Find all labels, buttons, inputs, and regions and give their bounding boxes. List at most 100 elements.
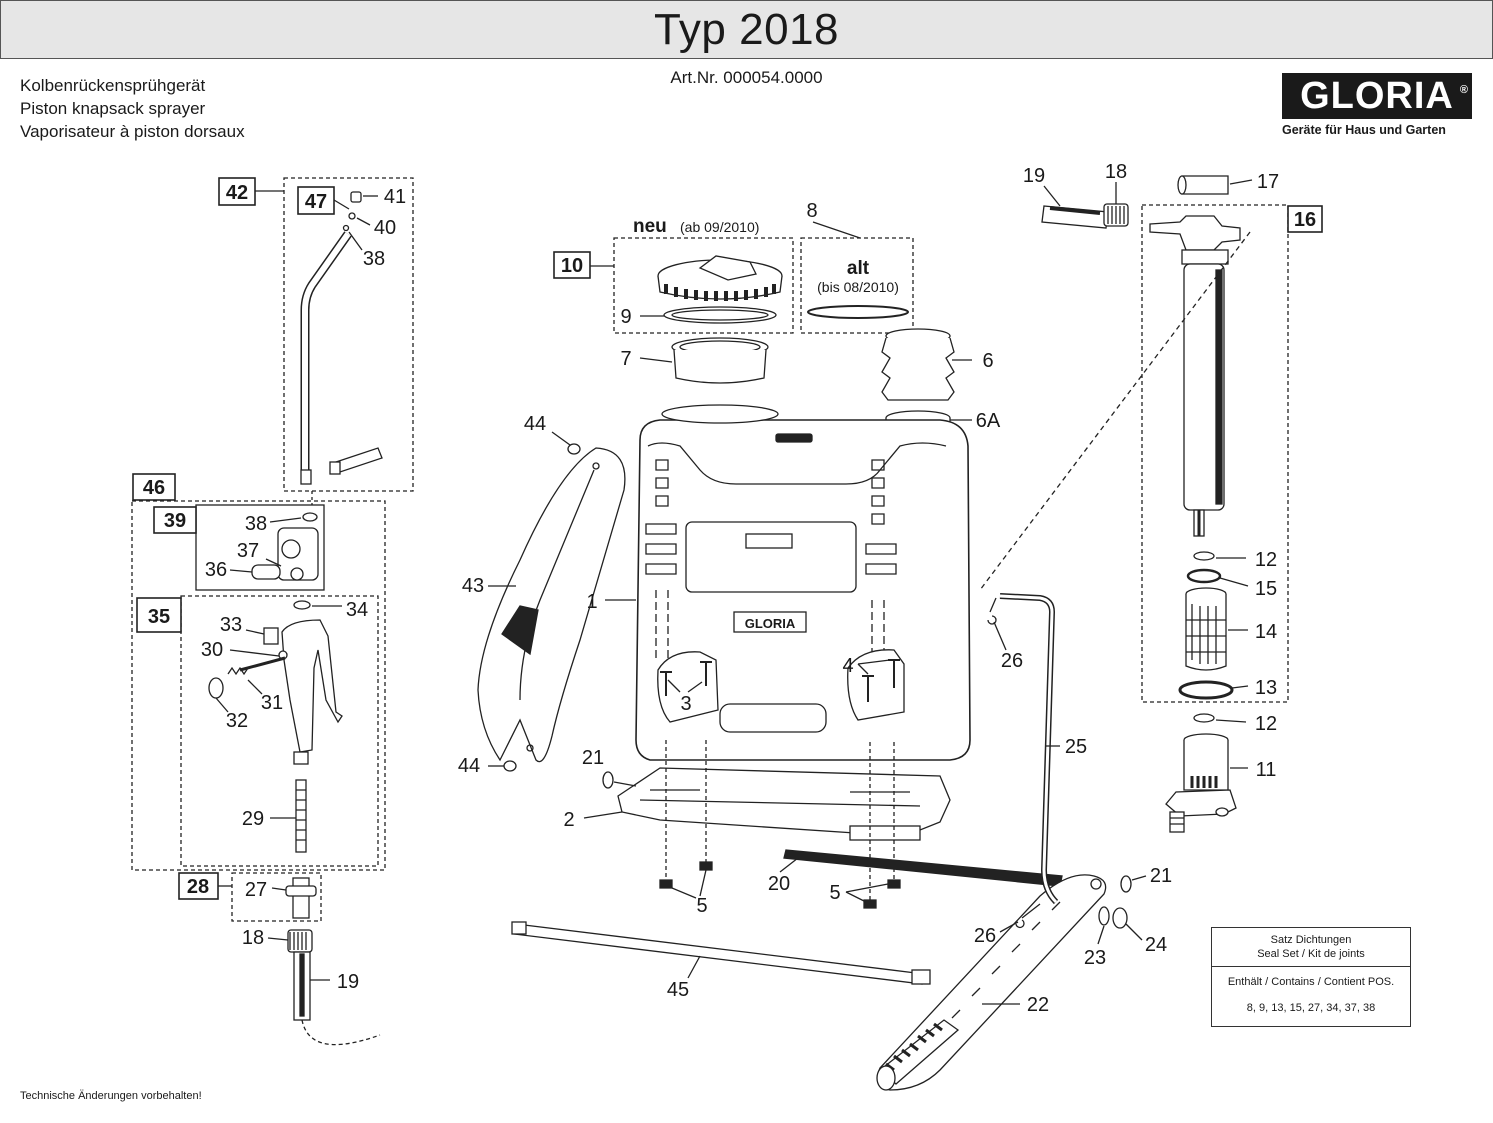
label-31: 31 bbox=[261, 692, 283, 714]
rod-45-end-right bbox=[911, 969, 931, 985]
handle-outlet bbox=[293, 751, 309, 765]
piston-rod-25 bbox=[999, 594, 1058, 904]
trigger-handle bbox=[281, 619, 343, 753]
leader-23 bbox=[1097, 925, 1105, 945]
lid-10-handle bbox=[698, 255, 757, 281]
seal-set-positions: 8, 9, 13, 15, 27, 34, 37, 38 bbox=[1246, 1002, 1376, 1014]
label-41: 41 bbox=[384, 186, 406, 208]
rod-45-end-left bbox=[511, 921, 527, 935]
knob-32 bbox=[208, 677, 224, 699]
seal-34 bbox=[293, 600, 311, 610]
boxed-label-10: 10 bbox=[561, 255, 583, 277]
label-4: 4 bbox=[842, 655, 853, 677]
page-title: Typ 2018 bbox=[653, 4, 840, 54]
leader-31 bbox=[247, 679, 263, 695]
label-38b: 38 bbox=[245, 513, 267, 535]
label-5a: 5 bbox=[696, 895, 707, 917]
leader-13 bbox=[1231, 685, 1249, 689]
sleeve-17-end bbox=[1177, 175, 1187, 195]
label-22: 22 bbox=[1027, 994, 1049, 1016]
leader-19a bbox=[1043, 185, 1061, 207]
gloria-logo: GLORIA® Geräte für Haus und Garten bbox=[1282, 73, 1472, 137]
tank-handle-slot bbox=[775, 433, 813, 443]
label-13: 13 bbox=[1255, 677, 1277, 699]
circlip-12-top bbox=[1193, 551, 1215, 561]
spring-31 bbox=[227, 666, 249, 676]
label-26b: 26 bbox=[974, 925, 996, 947]
base-plate-detail bbox=[639, 789, 921, 807]
tank-ribs-left-top bbox=[655, 459, 669, 507]
recess-left bbox=[657, 651, 719, 723]
label-33: 33 bbox=[220, 614, 242, 636]
leader-4a bbox=[857, 663, 869, 675]
footer-note: Technische Änderungen vorbehalten! bbox=[20, 1090, 202, 1102]
leader-24 bbox=[1125, 923, 1143, 941]
label-6: 6 bbox=[982, 350, 993, 372]
grease-tube-cap bbox=[329, 461, 341, 475]
oring-13 bbox=[1178, 680, 1234, 700]
hose-inner bbox=[299, 953, 305, 1017]
leader-33 bbox=[245, 629, 265, 635]
leader-5b bbox=[699, 869, 707, 897]
logo-wordmark: GLORIA® bbox=[1282, 73, 1472, 119]
label-24: 24 bbox=[1145, 934, 1167, 956]
title-bar: Typ 2018 bbox=[0, 0, 1493, 59]
label-3: 3 bbox=[680, 693, 691, 715]
leader-38b bbox=[269, 517, 302, 523]
axle-20 bbox=[783, 849, 1063, 887]
label-7: 7 bbox=[620, 348, 631, 370]
nut-24 bbox=[1112, 907, 1128, 929]
leader-45 bbox=[687, 955, 701, 979]
washer-21-right bbox=[1120, 875, 1132, 893]
nozzle-insert-40 bbox=[348, 212, 356, 220]
boxed-label-39: 39 bbox=[164, 510, 186, 532]
label-45: 45 bbox=[667, 979, 689, 1001]
leader-36 bbox=[229, 569, 253, 573]
tank-logo-plate bbox=[733, 611, 807, 633]
box-42 bbox=[218, 177, 256, 206]
label-40: 40 bbox=[374, 217, 396, 239]
leader-21b bbox=[1131, 875, 1147, 881]
lever-pivot bbox=[1090, 878, 1102, 890]
lance-end bbox=[300, 469, 312, 485]
label-8: 8 bbox=[806, 200, 817, 222]
oring-15 bbox=[1186, 568, 1222, 584]
variant-alt-date: (bis 08/2010) bbox=[817, 279, 899, 295]
box-35 bbox=[136, 597, 182, 633]
tank-slots bbox=[645, 523, 897, 575]
housing-ribs bbox=[1190, 776, 1218, 788]
logo-registered: ® bbox=[1459, 84, 1468, 96]
label-37: 37 bbox=[237, 540, 259, 562]
label-1: 1 bbox=[586, 591, 597, 613]
variant-neu: neu bbox=[633, 216, 667, 237]
label-43: 43 bbox=[462, 575, 484, 597]
group-box-42 bbox=[283, 177, 414, 492]
oring-37 bbox=[290, 567, 304, 581]
label-32: 32 bbox=[226, 710, 248, 732]
hose-nut-18 bbox=[287, 929, 313, 953]
description-de: Kolbenrückensprühgerät bbox=[20, 76, 206, 95]
tank-panel-slot bbox=[745, 533, 793, 549]
label-26a: 26 bbox=[1001, 650, 1023, 672]
cotter-pin-26-bottom bbox=[1015, 903, 1041, 929]
boxed-label-42: 42 bbox=[226, 182, 248, 204]
leader-40 bbox=[356, 217, 371, 226]
hose-19-top-inner bbox=[1049, 206, 1101, 215]
cylinder-collar bbox=[1181, 249, 1229, 265]
seal-8 bbox=[807, 305, 909, 319]
rivet-44-top bbox=[567, 443, 581, 455]
label-44b: 44 bbox=[458, 755, 480, 777]
nut-knurl-top bbox=[1107, 206, 1125, 224]
label-36: 36 bbox=[205, 559, 227, 581]
seal-set-title: Satz Dichtungen Seal Set / Kit de joints bbox=[1212, 928, 1410, 967]
leader-5a bbox=[671, 887, 697, 899]
variant-alt: alt bbox=[847, 258, 870, 279]
rod-45 bbox=[513, 923, 925, 985]
description-fr: Vaporisateur à piston dorsaux bbox=[20, 122, 245, 141]
label-11: 11 bbox=[1256, 759, 1277, 781]
label-34: 34 bbox=[346, 599, 368, 621]
filter-7-body bbox=[673, 349, 767, 384]
lance-tube-outline bbox=[300, 231, 352, 472]
leader-18b bbox=[267, 937, 289, 941]
tank-ribs-right-top bbox=[871, 459, 885, 525]
